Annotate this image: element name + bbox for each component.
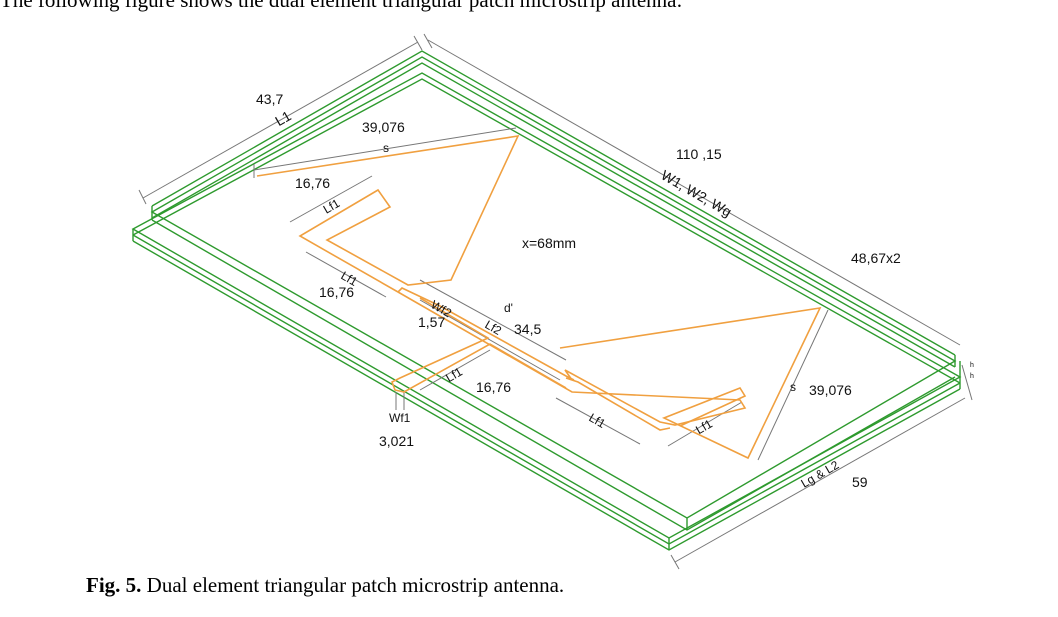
dim-lg-tick: [670, 554, 680, 570]
label-lf2-value: 34,5: [514, 321, 541, 337]
dim-w-tick: [423, 33, 433, 49]
dim-lg-line: [674, 397, 966, 563]
label-s-right-name: s: [790, 380, 796, 394]
label-lf1-br-name: Lf1: [587, 410, 609, 431]
label-lf2-name: Lf2: [483, 317, 505, 338]
feed-line-center: [390, 297, 567, 393]
dim-lf1-low: [419, 349, 491, 391]
dim-l1-tick-a: [138, 189, 147, 205]
dim-lf1-top: [289, 175, 373, 223]
board-top-layer-3: [151, 50, 956, 356]
label-h-1: h: [970, 362, 974, 369]
label-wf2-value: 1,57: [418, 314, 445, 330]
triangle-patch-left: [256, 134, 747, 426]
label-wf1-value: 3,021: [379, 433, 414, 449]
label-wf1-name: Wf1: [389, 411, 411, 425]
header-text-fragment: The following figure shows the dual elem…: [0, 0, 683, 12]
label-l1-value: 43,7: [256, 91, 283, 107]
label-lf1-low-value: 16,76: [476, 379, 511, 395]
substrate-board: [131, 50, 962, 551]
caption-text: Dual element triangular patch microstrip…: [141, 573, 565, 597]
feed-line-left: [397, 287, 575, 381]
label-lf1-mid-value: 16,76: [319, 284, 354, 300]
figure-caption: Fig. 5. Dual element triangular patch mi…: [86, 573, 564, 598]
dim-s-right: [757, 309, 829, 461]
feed-line-right: [565, 377, 671, 431]
caption-label: Fig. 5.: [86, 573, 142, 597]
dim-w-line: [427, 39, 961, 346]
ground-plane-layer: [132, 78, 961, 384]
triangle-patch-right: [559, 306, 822, 460]
label-lf1-top-value: 16,76: [295, 175, 330, 191]
dim-d: [419, 279, 567, 361]
dim-l1-line: [142, 41, 419, 199]
dimension-lines: [138, 33, 973, 570]
label-s-top-name: s: [383, 141, 389, 155]
label-d-name: d': [504, 301, 513, 315]
dim-h-right: [961, 364, 973, 401]
board-top-layer-2: [151, 62, 956, 368]
dim-lf1-mid: [305, 251, 387, 298]
label-h-2: h: [970, 373, 974, 380]
dim-lf1-br: [555, 397, 641, 445]
label-l1-name: L1: [272, 107, 294, 129]
dim-lf2: [419, 299, 561, 381]
label-w-name: W1, W2, Wg: [659, 167, 735, 220]
patch-antenna: [256, 134, 822, 460]
label-w-value: 110 ,15: [676, 146, 722, 162]
dim-l1-tick-b: [413, 35, 423, 51]
label-x-value: x=68mm: [522, 235, 576, 251]
label-s-top-value: 39,076: [362, 119, 405, 135]
board-mid-edge: [151, 219, 956, 531]
dim-lf1-far: [667, 401, 743, 447]
label-lg-value: 59: [852, 474, 868, 490]
label-s-right-value: 39,076: [809, 382, 852, 398]
label-right-value: 48,67x2: [851, 250, 901, 266]
dim-s-top: [253, 127, 517, 171]
